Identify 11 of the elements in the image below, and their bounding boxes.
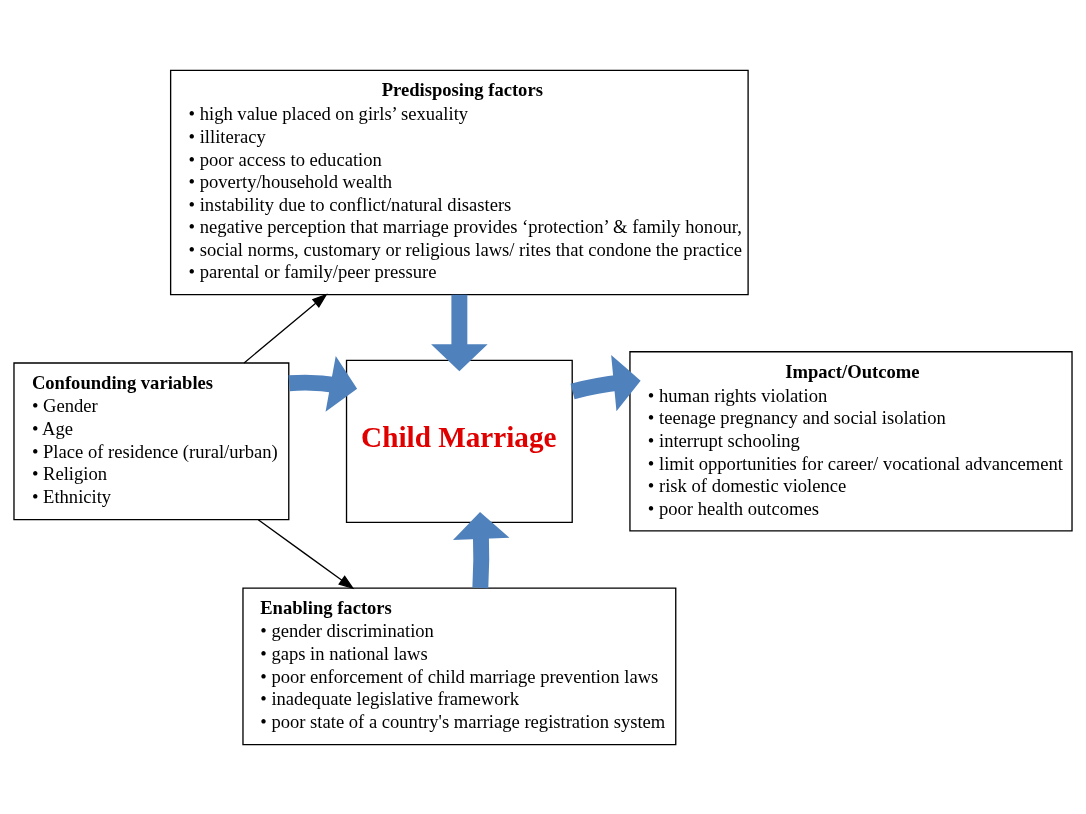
node-box: Confounding variables • Gender • Age • Place of residence (rural/urban) • Religion • Ethnicity (13, 361, 290, 520)
node-box: Child Marriage (345, 359, 573, 523)
arrow (453, 511, 510, 588)
arrow (570, 354, 641, 411)
arrow (243, 292, 328, 364)
arrow (431, 294, 488, 371)
node-box: Enabling factors • gender discrimination • gaps in national laws • poor enforcement of child marriage prevention laws • inadequate legislative framework • poor state of a country's marriage registration system (242, 586, 677, 745)
node-box: Predisposing factors • high value placed on girls’ sexuality • illiteracy • poor access to education • poverty/household wealth • instability due to conflict/natural disasters • negative perception that marriage provides ‘protection’ & family honour, • social norms, customary or religious laws/ rites that condone the practice • parental or family/peer pressure (169, 69, 749, 295)
node-box: Impact/Outcome • human rights violation • teenage pregnancy and social isolation • interrupt schooling • limit opportunities for career/ vocational advancement • risk of domestic violence • poor health outcomes (629, 350, 1073, 532)
arrow (257, 518, 355, 589)
arrow (288, 355, 358, 412)
